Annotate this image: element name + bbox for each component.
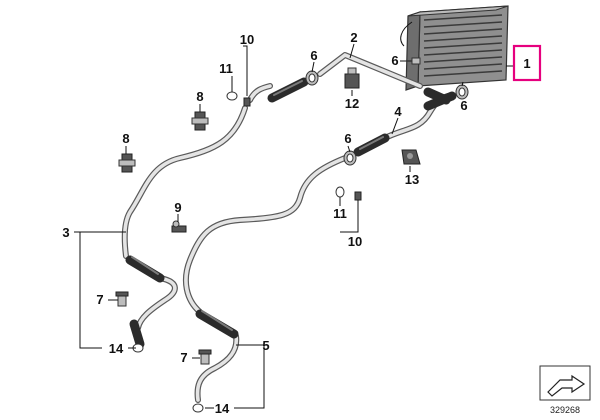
- label-part-3[interactable]: 3: [62, 225, 69, 240]
- label-part-9[interactable]: 9: [174, 200, 181, 215]
- grommet-8-upper[interactable]: [191, 111, 209, 131]
- label-part-4[interactable]: 4: [394, 104, 402, 119]
- label-part-6a[interactable]: 6: [310, 48, 317, 63]
- label-part-1[interactable]: 1: [523, 56, 530, 71]
- label-part-6b[interactable]: 6: [391, 53, 398, 68]
- clip-9[interactable]: [171, 220, 187, 233]
- oil-line-lower[interactable]: [182, 93, 451, 403]
- label-part-6d[interactable]: 6: [344, 131, 351, 146]
- label-part-8b[interactable]: 8: [122, 131, 129, 146]
- label-part-13[interactable]: 13: [405, 172, 419, 187]
- reference-arrow-icon: [539, 365, 591, 401]
- washer-14-lower[interactable]: [192, 403, 204, 413]
- label-part-7a[interactable]: 7: [96, 292, 103, 307]
- part-1-highlight-box: [512, 44, 542, 82]
- reference-number: 329268: [550, 405, 580, 415]
- label-part-14a[interactable]: 14: [109, 341, 124, 356]
- label-part-2[interactable]: 2: [350, 30, 357, 45]
- bracket-12[interactable]: [344, 67, 360, 89]
- oil-cooler[interactable]: [400, 5, 509, 91]
- label-part-10b[interactable]: 10: [348, 234, 362, 249]
- grommet-8-lower[interactable]: [118, 153, 136, 173]
- screw-7-lower[interactable]: [198, 349, 212, 365]
- hose-sleeve-3a: [125, 77, 309, 349]
- label-part-14b[interactable]: 14: [215, 401, 230, 416]
- screw-6-small[interactable]: [406, 57, 421, 65]
- clamp-6-middle[interactable]: [343, 150, 357, 166]
- leader-lines: [74, 43, 514, 409]
- oil-line-upper[interactable]: [121, 52, 423, 331]
- clamp-6-upper-right[interactable]: [455, 84, 469, 100]
- label-part-12[interactable]: 12: [345, 96, 359, 111]
- label-part-11b[interactable]: 11: [333, 206, 347, 221]
- label-part-6c[interactable]: 6: [460, 98, 467, 113]
- label-part-10a[interactable]: 10: [240, 32, 254, 47]
- label-part-5[interactable]: 5: [262, 338, 269, 353]
- clamp-6-upper-left[interactable]: [305, 70, 319, 86]
- label-part-8a[interactable]: 8: [196, 89, 203, 104]
- bracket-13[interactable]: [401, 149, 421, 165]
- screw-7-upper[interactable]: [115, 291, 129, 307]
- label-part-11a[interactable]: 11: [219, 61, 233, 76]
- hose-sleeve-4: [195, 87, 457, 339]
- label-part-7b[interactable]: 7: [180, 350, 187, 365]
